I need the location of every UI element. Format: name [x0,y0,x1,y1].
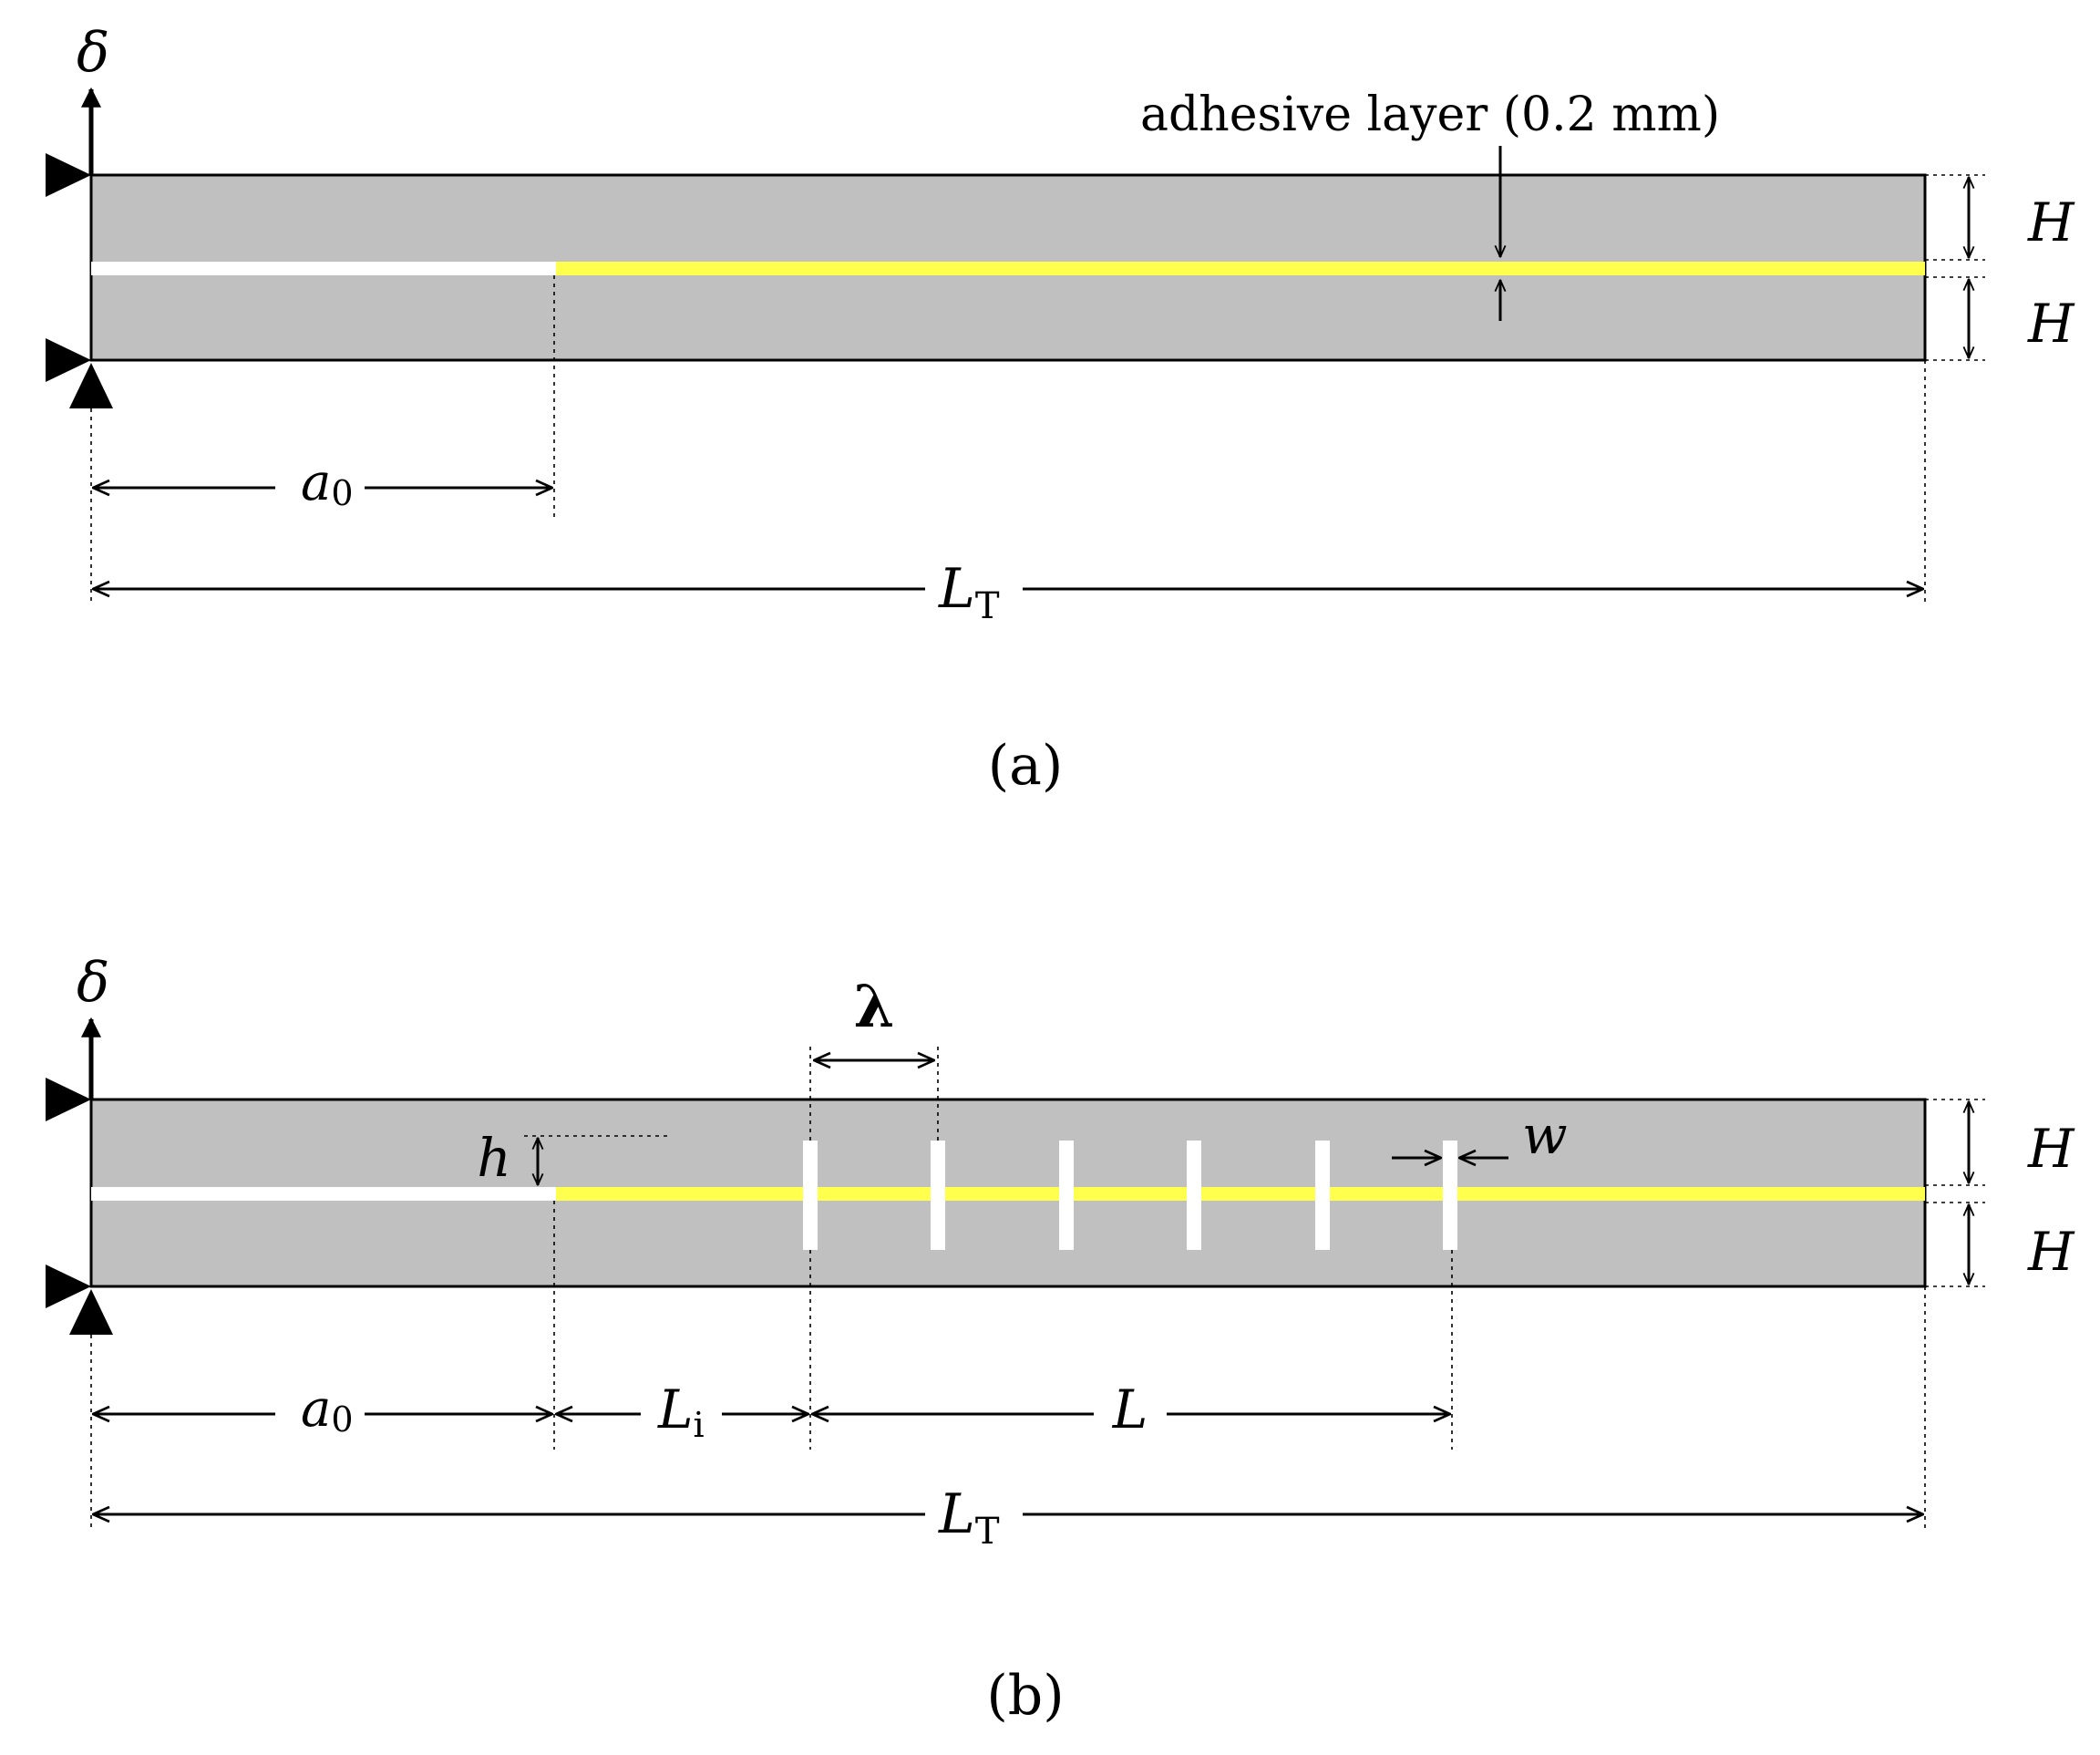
support-pin-b [69,1289,113,1335]
panel-a: δ adhesive layer (0.2 mm) H H a0 LT [46,21,2075,798]
lambda-label: λ [854,973,895,1041]
notch [1187,1141,1201,1250]
notches [803,1141,1457,1250]
H-label-bottom-a: H [2027,293,2075,355]
a0-label-a: a0 [301,453,354,513]
notch [931,1141,945,1250]
support-roller-top-a [46,153,91,197]
H-label-bottom-b: H [2027,1221,2075,1283]
adhesive-layer-a [556,262,1925,275]
precrack-b [91,1187,556,1201]
LT-label-b: LT [938,1482,1000,1553]
H-label-top-b: H [2027,1118,2075,1180]
a0-label-b: a0 [301,1379,354,1440]
LT-label-a: LT [938,557,1000,627]
support-roller-top-b [46,1078,91,1121]
support-roller-bottom-a [46,338,91,382]
Li-label: Li [657,1378,705,1445]
w-label: w [1522,1104,1568,1166]
notch [1059,1141,1074,1250]
adhesive-annotation: adhesive layer (0.2 mm) [1140,88,1720,142]
caption-b: (b) [986,1664,1064,1728]
notch [1315,1141,1330,1250]
delta-label-b: δ [77,951,109,1015]
h-label: h [477,1127,510,1189]
notch [1443,1141,1457,1250]
delta-label-a: δ [77,21,109,85]
caption-a: (a) [988,734,1064,798]
support-pin-a [69,363,113,408]
support-roller-bottom-b [46,1265,91,1308]
H-label-top-a: H [2027,191,2075,253]
L-label: L [1112,1378,1148,1440]
precrack-a [91,262,556,275]
adhesive-layer-b [556,1187,1925,1201]
panel-b: δ λ h w H H [46,951,2075,1728]
notch [803,1141,818,1250]
